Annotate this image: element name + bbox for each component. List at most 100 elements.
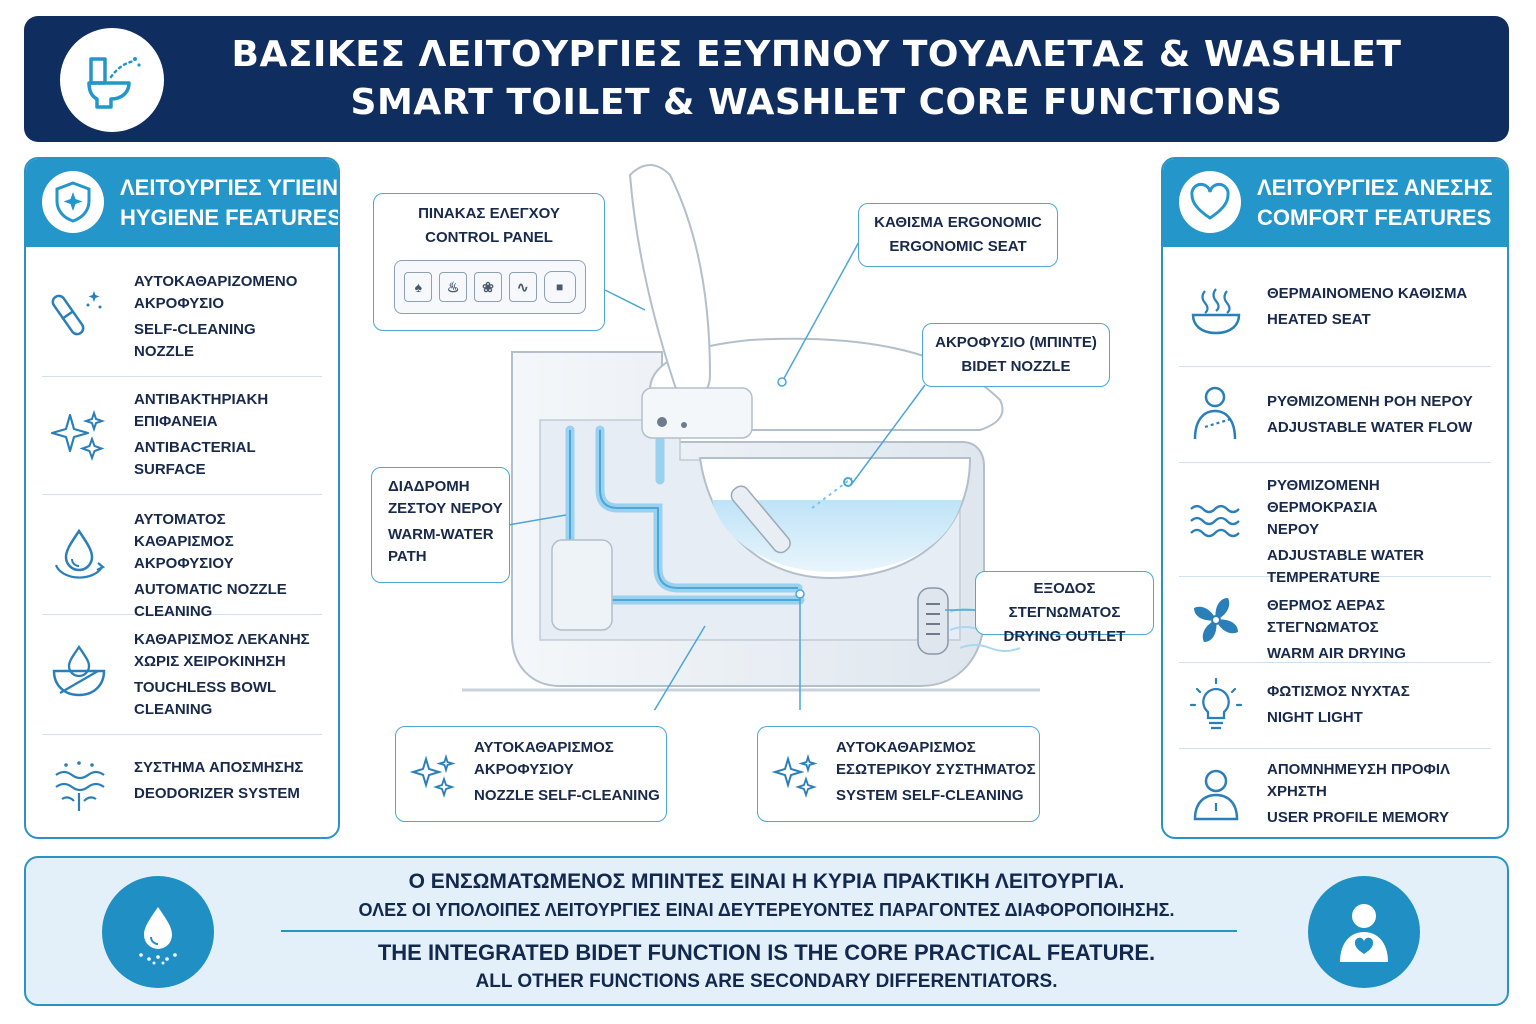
feature-label-greek: ΑΠΟΜΝΗΜΕΥΣΗ ΠΡΟΦΙΛ	[1267, 761, 1450, 778]
hygiene-title-english: HYGIENE FEATURES	[120, 205, 340, 230]
stop-button-icon[interactable]: ■	[543, 271, 576, 303]
water-drop-cycle-icon	[46, 521, 112, 587]
feature-label-english: CLEANING	[134, 603, 213, 620]
callout-text-greek: ΑΥΤΟΚΑΘΑΡΙΣΜΟΣ	[474, 739, 614, 756]
callout-text-greek: ΚΑΘΙΣΜΑ ERGONOMIC	[874, 214, 1042, 231]
hygiene-panel-header: ΛΕΙΤΟΥΡΓΙΕΣ ΥΓΙΕΙΝΗΣ HYGIENE FEATURES	[26, 159, 338, 247]
feature-heated-seat: ΘΕΡΜΑΙΝΟΜΕΝΟ ΚΑΘΙΣΜΑ HEATED SEAT	[1179, 259, 1491, 367]
callout-text-greek: ΑΚΡΟΦΥΣΙΟΥ	[474, 761, 574, 778]
callout-text-english: SYSTEM SELF-CLEANING	[836, 787, 1024, 804]
feature-label-english: AUTOMATIC NOZZLE	[134, 581, 287, 598]
callout-drying-outlet: ΕΞΟΔΟΣ ΣΤΕΓΝΩΜΑΤΟΣ DRYING OUTLET	[975, 571, 1154, 645]
callout-system-self-cleaning: ΑΥΤΟΚΑΘΑΡΙΣΜΟΣ ΕΣΩΤΕΡΙΚΟΥ ΣΥΣΤΗΜΑΤΟΣ SYS…	[757, 726, 1040, 822]
feature-label-english: ADJUSTABLE WATER	[1267, 547, 1424, 564]
feature-label-greek: ΡΥΘΜΙΖΟΜΕΝΗ ΘΕΡΜΟΚΡΑΣΙΑ	[1267, 477, 1380, 516]
feature-label-english: HEATED SEAT	[1267, 311, 1371, 328]
drying-outlet-vent	[917, 587, 949, 655]
heated-seat-icon	[1183, 279, 1249, 345]
feature-touchless-bowl-cleaning: ΚΑΘΑΡΙΣΜΟΣ ΛΕΚΑΝΗΣ ΧΩΡΙΣ ΧΕΙΡΟΚΙΝΗΣΗ TOU…	[42, 615, 322, 735]
shield-star-icon	[42, 171, 104, 233]
feature-label-greek: ΑΝΤΙΒΑΚΤΗΡΙΑΚΗ	[134, 391, 269, 408]
header-banner: ΒΑΣΙΚΕΣ ΛΕΙΤΟΥΡΓΙΕΣ ΕΞΥΠΝΟΥ ΤΟΥΑΛΕΤΑΣ & …	[24, 16, 1509, 142]
feature-label-greek: ΑΥΤΟΚΑΘΑΡΙΖΟΜΕΝΟ	[134, 273, 298, 290]
footer-statement-greek-2: ΟΛΕΣ ΟΙ ΥΠΟΛΟΙΠΕΣ ΛΕΙΤΟΥΡΓΙΕΣ ΕΙΝΑΙ ΔΕΥΤ…	[358, 900, 1175, 920]
user-profile-icon	[1183, 761, 1249, 827]
feature-label-greek: ΕΠΙΦΑΝΕΙΑ	[134, 413, 218, 430]
washlet-unit	[641, 387, 753, 439]
sparkles-icon	[46, 401, 112, 467]
feature-label-greek: ΚΑΘΑΡΙΣΜΟΣ ΛΕΚΑΝΗΣ	[134, 631, 310, 648]
feature-label-greek: ΣΥΣΤΗΜΑ ΑΠΟΣΜΗΣΗΣ	[134, 759, 304, 776]
callout-text-english: ERGONOMIC SEAT	[889, 238, 1027, 255]
feature-adjustable-water-flow: ΡΥΘΜΙΖΟΜΕΝΗ ΡΟΗ ΝΕΡΟΥ ADJUSTABLE WATER F…	[1179, 367, 1491, 463]
person-heart-icon	[1308, 876, 1420, 988]
callout-bidet-nozzle: ΑΚΡΟΦΥΣΙΟ (ΜΠΙΝΤΕ) BIDET NOZZLE	[922, 323, 1110, 387]
feature-antibacterial-surface: ΑΝΤΙΒΑΚΤΗΡΙΑΚΗ ΕΠΙΦΑΝΕΙΑ ANTIBACTERIAL S…	[42, 377, 322, 495]
toilet-bidet-icon	[60, 28, 164, 132]
feature-label-greek: ΘΕΡΜΟΣ ΑΕΡΑΣ ΣΤΕΓΝΩΜΑΤΟΣ	[1267, 597, 1386, 636]
page-title-english: SMART TOILET & WASHLET CORE FUNCTIONS	[350, 82, 1283, 123]
feature-night-light: ΦΩΤΙΣΜΟΣ ΝΥΧΤΑΣ NIGHT LIGHT	[1179, 663, 1491, 749]
control-panel-remote: ♠ ♨ ❀ ∿ ■	[394, 260, 586, 314]
feature-label-greek: ΦΩΤΙΣΜΟΣ ΝΥΧΤΑΣ	[1267, 683, 1410, 700]
water-drop-spray-icon	[102, 876, 214, 988]
callout-text-english: NOZZLE SELF-CLEANING	[474, 787, 660, 804]
bowl-drop-icon	[46, 639, 112, 705]
feature-label-greek: ΝΕΡΟΥ	[1267, 521, 1320, 538]
heart-icon	[1179, 171, 1241, 233]
sparkles-icon	[410, 751, 458, 799]
feature-label-english: SELF-CLEANING	[134, 321, 256, 338]
callout-text-english: DRYING OUTLET	[1003, 628, 1126, 645]
feature-automatic-nozzle-cleaning: ΑΥΤΟΜΑΤΟΣ ΚΑΘΑΡΙΣΜΟΣ ΑΚΡΟΦΥΣΙΟΥ AUTOMATI…	[42, 495, 322, 620]
water-waves-icon	[1183, 487, 1249, 553]
bidet-nozzle-shape	[730, 485, 791, 554]
page-title-greek: ΒΑΣΙΚΕΣ ΛΕΙΤΟΥΡΓΙΕΣ ΕΞΥΠΝΟΥ ΤΟΥΑΛΕΤΑΣ & …	[231, 34, 1402, 75]
feature-label-greek: ΧΡΗΣΤΗ	[1267, 783, 1327, 800]
nozzle-sparkle-icon	[46, 281, 112, 347]
deodorizer-waves-icon	[46, 753, 112, 819]
feature-label-greek: ΘΕΡΜΑΙΝΟΜΕΝΟ ΚΑΘΙΣΜΑ	[1267, 285, 1468, 302]
feature-warm-air-drying: ΘΕΡΜΟΣ ΑΕΡΑΣ ΣΤΕΓΝΩΜΑΤΟΣ WARM AIR DRYING	[1179, 577, 1491, 663]
callout-text-greek: ΔΙΑΔΡΟΜΗ	[388, 478, 470, 495]
feature-label-english: TEMPERATURE	[1267, 569, 1381, 586]
feature-label-english: SURFACE	[134, 461, 206, 478]
footer-statement-english-2: ALL OTHER FUNCTIONS ARE SECONDARY DIFFER…	[475, 971, 1058, 992]
callout-text-english: PATH	[388, 548, 427, 565]
footer-divider	[281, 930, 1237, 932]
callout-nozzle-self-cleaning: ΑΥΤΟΚΑΘΑΡΙΣΜΟΣ ΑΚΡΟΦΥΣΙΟΥ NOZZLE SELF-CL…	[395, 726, 667, 822]
feature-label-english: ANTIBACTERIAL	[134, 439, 256, 456]
callout-text-greek: ΖΕΣΤΟΥ ΝΕΡΟΥ	[388, 500, 503, 517]
feature-user-profile-memory: ΑΠΟΜΝΗΜΕΥΣΗ ΠΡΟΦΙΛ ΧΡΗΣΤΗ USER PROFILE M…	[1179, 749, 1491, 837]
feature-label-english: NOZZLE	[134, 343, 194, 360]
feature-label-greek: ΧΩΡΙΣ ΧΕΙΡΟΚΙΝΗΣΗ	[134, 653, 286, 670]
feature-label-english: NIGHT LIGHT	[1267, 709, 1363, 726]
callout-leader-lines	[507, 239, 975, 710]
callout-text-english: BIDET NOZZLE	[961, 358, 1071, 375]
sparkles-icon	[772, 751, 820, 799]
feature-label-english: DEODORIZER SYSTEM	[134, 785, 300, 802]
comfort-features-panel: ΛΕΙΤΟΥΡΓΙΕΣ ΑΝΕΣΗΣ COMFORT FEATURES ΘΕΡΜ…	[1161, 157, 1509, 839]
feature-label-english: CLEANING	[134, 701, 213, 718]
feature-deodorizer-system: ΣΥΣΤΗΜΑ ΑΠΟΣΜΗΣΗΣ DEODORIZER SYSTEM	[42, 735, 322, 835]
dry-button-icon[interactable]: ∿	[508, 272, 537, 302]
callout-ergonomic-seat: ΚΑΘΙΣΜΑ ERGONOMIC ERGONOMIC SEAT	[858, 203, 1058, 267]
spray-button-icon[interactable]: ❀	[473, 272, 502, 302]
callout-warm-water-path: ΔΙΑΔΡΟΜΗ ΖΕΣΤΟΥ ΝΕΡΟΥ WARM-WATER PATH	[371, 467, 510, 583]
feature-label-greek: ΑΥΤΟΜΑΤΟΣ ΚΑΘΑΡΙΣΜΟΣ	[134, 511, 234, 550]
feature-label-english: ADJUSTABLE WATER FLOW	[1267, 419, 1473, 436]
footer-summary: Ο ΕΝΣΩΜΑΤΩΜΕΝΟΣ ΜΠΙΝΤΕΣ ΕΙΝΑΙ Η ΚΥΡΙΑ ΠΡ…	[24, 856, 1509, 1006]
comfort-title-greek: ΛΕΙΤΟΥΡΓΙΕΣ ΑΝΕΣΗΣ	[1257, 175, 1493, 200]
hygiene-features-panel: ΛΕΙΤΟΥΡΓΙΕΣ ΥΓΙΕΙΝΗΣ HYGIENE FEATURES ΑΥ…	[24, 157, 340, 839]
callout-control-panel: ΠΙΝΑΚΑΣ ΕΛΕΓΧΟΥ CONTROL PANEL ♠ ♨ ❀ ∿ ■	[373, 193, 605, 331]
water-spray	[811, 477, 853, 509]
callout-text-greek: ΕΣΩΤΕΡΙΚΟΥ ΣΥΣΤΗΜΑΤΟΣ	[836, 761, 1036, 778]
feature-label-english: TOUCHLESS BOWL	[134, 679, 277, 696]
front-wash-button-icon[interactable]: ♨	[439, 272, 468, 302]
feature-label-greek: ΡΥΘΜΙΖΟΜΕΝΗ ΡΟΗ ΝΕΡΟΥ	[1267, 393, 1473, 410]
callout-text-greek: ΠΙΝΑΚΑΣ ΕΛΕΓΧΟΥ	[418, 205, 560, 222]
feature-self-cleaning-nozzle: ΑΥΤΟΚΑΘΑΡΙΖΟΜΕΝΟ ΑΚΡΟΦΥΣΙΟ SELF-CLEANING…	[42, 259, 322, 377]
footer-statement-english-1: THE INTEGRATED BIDET FUNCTION IS THE COR…	[377, 940, 1156, 965]
comfort-title-english: COMFORT FEATURES	[1257, 205, 1492, 230]
rear-wash-button-icon[interactable]: ♠	[404, 272, 433, 302]
feature-label-greek: ΑΚΡΟΦΥΣΙΟ	[134, 295, 225, 312]
